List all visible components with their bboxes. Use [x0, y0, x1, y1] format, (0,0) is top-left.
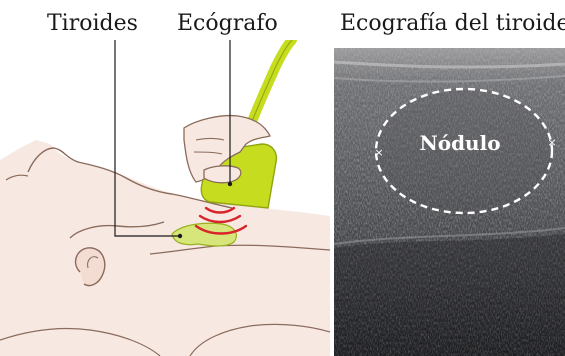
probe-cable — [248, 40, 292, 132]
nodule-label: Nódulo — [419, 131, 500, 155]
thyroid-label: Tiroides — [47, 13, 138, 35]
ultrasound-title: Ecografía del tiroides — [340, 13, 565, 35]
caliper-marker-left: × — [374, 146, 383, 159]
thumb — [204, 166, 241, 183]
probe-label: Ecógrafo — [177, 13, 278, 35]
neck-illustration — [0, 40, 330, 356]
ultrasound-image: × × Nódulo — [334, 48, 565, 356]
thyroid-leader-dot — [178, 234, 182, 238]
caliper-marker-right: × — [547, 136, 556, 149]
head-skin — [0, 140, 330, 356]
probe-leader-dot — [228, 182, 232, 186]
